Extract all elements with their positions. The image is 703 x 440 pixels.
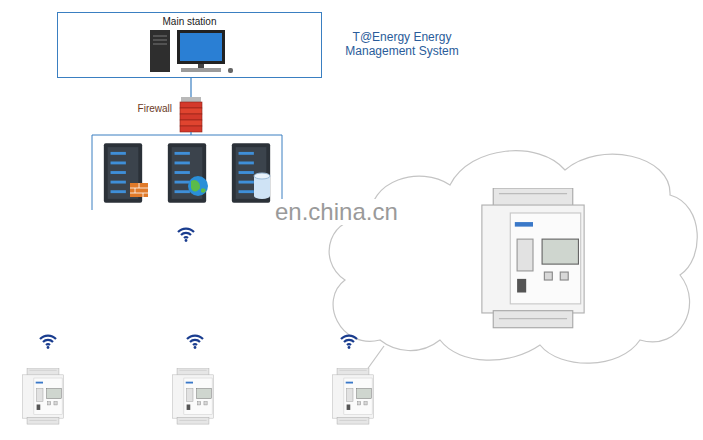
- firewall-node: Firewall: [178, 97, 204, 133]
- node-label: Firewall: [138, 103, 172, 115]
- server-group: [92, 135, 282, 210]
- wifi-symbol: [341, 336, 357, 349]
- speech-cloud: [329, 151, 697, 378]
- watermark: en.china.cn: [272, 199, 401, 225]
- wifi-symbol: [187, 336, 203, 349]
- meter-small: [22, 368, 63, 424]
- system-title: T@Energy Energy Management System: [340, 30, 464, 59]
- station-box: Main station: [57, 12, 322, 78]
- meter-small: [332, 368, 373, 424]
- wifi-symbol: [40, 336, 56, 349]
- node-heading: Main station: [58, 13, 321, 28]
- firewall-icon: [180, 97, 202, 132]
- meter-small: [172, 368, 213, 424]
- computer-icon: [150, 30, 233, 73]
- wifi-symbol: [178, 229, 194, 242]
- meter-large: [482, 188, 584, 328]
- connector-line: [190, 78, 191, 97]
